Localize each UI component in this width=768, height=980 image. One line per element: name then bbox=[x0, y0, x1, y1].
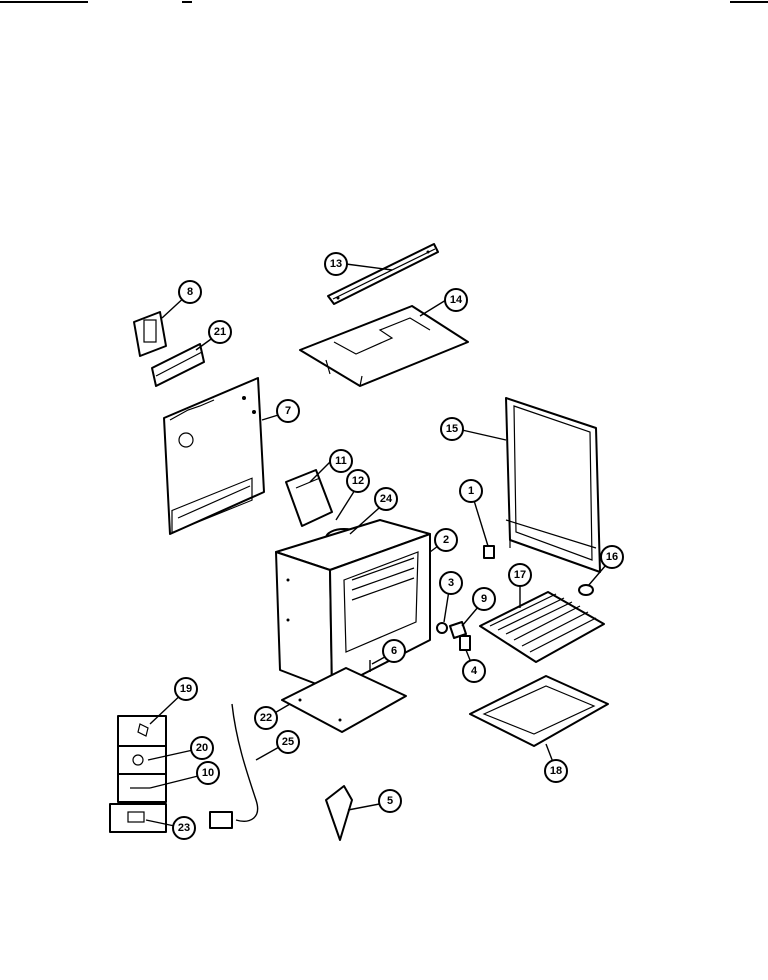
callout-10: 10 bbox=[196, 761, 220, 785]
callout-label: 6 bbox=[391, 645, 397, 657]
callout-label: 16 bbox=[606, 551, 618, 563]
callout-15: 15 bbox=[440, 417, 464, 441]
part-bracket-box bbox=[285, 469, 333, 527]
callout-label: 10 bbox=[202, 767, 214, 779]
part-power-cord bbox=[209, 703, 259, 829]
callout-5: 5 bbox=[378, 789, 402, 813]
callout-label: 17 bbox=[514, 569, 526, 581]
part-door-frame bbox=[505, 397, 601, 573]
callout-6: 6 bbox=[382, 639, 406, 663]
callout-label: 24 bbox=[380, 493, 393, 505]
callout-22: 22 bbox=[254, 706, 278, 730]
callout-label: 23 bbox=[178, 822, 190, 834]
callout-14: 14 bbox=[444, 288, 468, 312]
part-oven-rack bbox=[479, 591, 605, 663]
callout-label: 11 bbox=[335, 455, 347, 467]
callout-8: 8 bbox=[178, 280, 202, 304]
callout-label: 7 bbox=[285, 405, 291, 417]
callout-label: 14 bbox=[450, 294, 463, 306]
callout-label: 9 bbox=[481, 593, 487, 605]
part-trim-piece bbox=[151, 343, 205, 387]
part-clip bbox=[483, 545, 495, 559]
callout-13: 13 bbox=[324, 252, 348, 276]
callout-label: 4 bbox=[471, 665, 478, 677]
callout-24: 24 bbox=[374, 487, 398, 511]
callout-3: 3 bbox=[439, 571, 463, 595]
callout-11: 11 bbox=[329, 449, 353, 473]
callout-1: 1 bbox=[459, 479, 483, 503]
callout-label: 22 bbox=[260, 712, 272, 724]
callout-label: 21 bbox=[214, 326, 226, 338]
part-broiler-frame bbox=[469, 675, 609, 747]
callout-9: 9 bbox=[472, 587, 496, 611]
callout-label: 19 bbox=[180, 683, 192, 695]
callout-18: 18 bbox=[544, 759, 568, 783]
part-hardware-packs bbox=[109, 715, 167, 833]
part-grommet bbox=[578, 584, 594, 596]
callout-12: 12 bbox=[346, 469, 370, 493]
part-bracket bbox=[133, 311, 167, 357]
callout-label: 2 bbox=[443, 534, 449, 546]
callout-label: 18 bbox=[550, 765, 562, 777]
part-fitting-assembly bbox=[436, 621, 471, 651]
callout-17: 17 bbox=[508, 563, 532, 587]
part-trim-strip bbox=[327, 243, 439, 305]
callout-label: 15 bbox=[446, 423, 458, 435]
callout-19: 19 bbox=[174, 677, 198, 701]
callout-7: 7 bbox=[276, 399, 300, 423]
callout-label: 20 bbox=[196, 742, 208, 754]
callout-label: 8 bbox=[187, 286, 193, 298]
callout-21: 21 bbox=[208, 320, 232, 344]
callout-25: 25 bbox=[276, 730, 300, 754]
callout-label: 12 bbox=[352, 475, 364, 487]
callout-23: 23 bbox=[172, 816, 196, 840]
part-top-panel bbox=[299, 305, 469, 387]
part-back-panel bbox=[163, 377, 265, 535]
callout-2: 2 bbox=[434, 528, 458, 552]
callout-label: 13 bbox=[330, 258, 342, 270]
part-bottom-pan bbox=[281, 667, 407, 733]
callout-label: 1 bbox=[468, 485, 474, 497]
part-spring-clip bbox=[325, 785, 353, 841]
callout-label: 25 bbox=[282, 736, 294, 748]
part-oven-body bbox=[275, 519, 431, 691]
callout-label: 3 bbox=[448, 577, 454, 589]
callout-4: 4 bbox=[462, 659, 486, 683]
callout-16: 16 bbox=[600, 545, 624, 569]
callout-20: 20 bbox=[190, 736, 214, 760]
callout-label: 5 bbox=[387, 795, 393, 807]
